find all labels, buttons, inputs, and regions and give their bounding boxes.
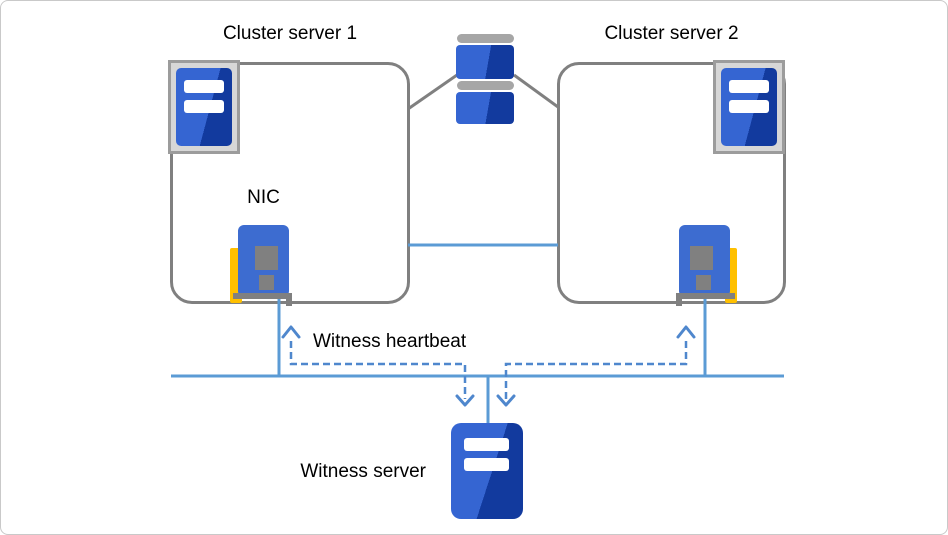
witness-server-label: Witness server [300, 461, 426, 482]
heartbeat-path-right [504, 341, 688, 399]
nic-bracket [233, 293, 292, 299]
server-icon [721, 68, 777, 146]
server-icon [176, 68, 232, 146]
nic-chip [696, 275, 711, 290]
witness-server-icon [451, 423, 523, 519]
nic-chip [690, 246, 713, 270]
storage-disks-icon [456, 92, 514, 124]
nic-chip [259, 275, 274, 290]
arrow-down-left-icon [455, 394, 475, 407]
heartbeat-path-left [289, 341, 467, 399]
nic-label: NIC [247, 187, 280, 208]
nic-chip [255, 246, 278, 270]
server-slot-bar [464, 458, 509, 471]
arrow-down-right-icon [496, 394, 516, 407]
storage-disks-icon [456, 45, 514, 79]
storage-link-left [407, 73, 458, 111]
server-slot-bar [184, 80, 224, 93]
cluster-server-2-label: Cluster server 2 [604, 23, 739, 44]
arrow-up-left-icon [281, 325, 301, 339]
witness-heartbeat-label: Witness heartbeat [313, 331, 467, 352]
server-slot-bar [464, 438, 509, 451]
storage-disks-icon [457, 81, 514, 90]
nic-bracket [286, 293, 292, 306]
server-slot-bar [729, 80, 769, 93]
cluster-server-1-label: Cluster server 1 [222, 23, 358, 44]
storage-disks-icon [457, 34, 514, 43]
cluster-server-2-box [557, 62, 786, 304]
storage-link-right [513, 73, 559, 109]
server-slot-bar [184, 100, 224, 113]
nic-bracket [676, 293, 682, 306]
cluster2-server-frame [713, 60, 785, 154]
arrow-up-right-icon [676, 325, 696, 339]
cluster1-server-frame [168, 60, 240, 154]
server-slot-bar [729, 100, 769, 113]
nic-bracket [676, 293, 735, 299]
